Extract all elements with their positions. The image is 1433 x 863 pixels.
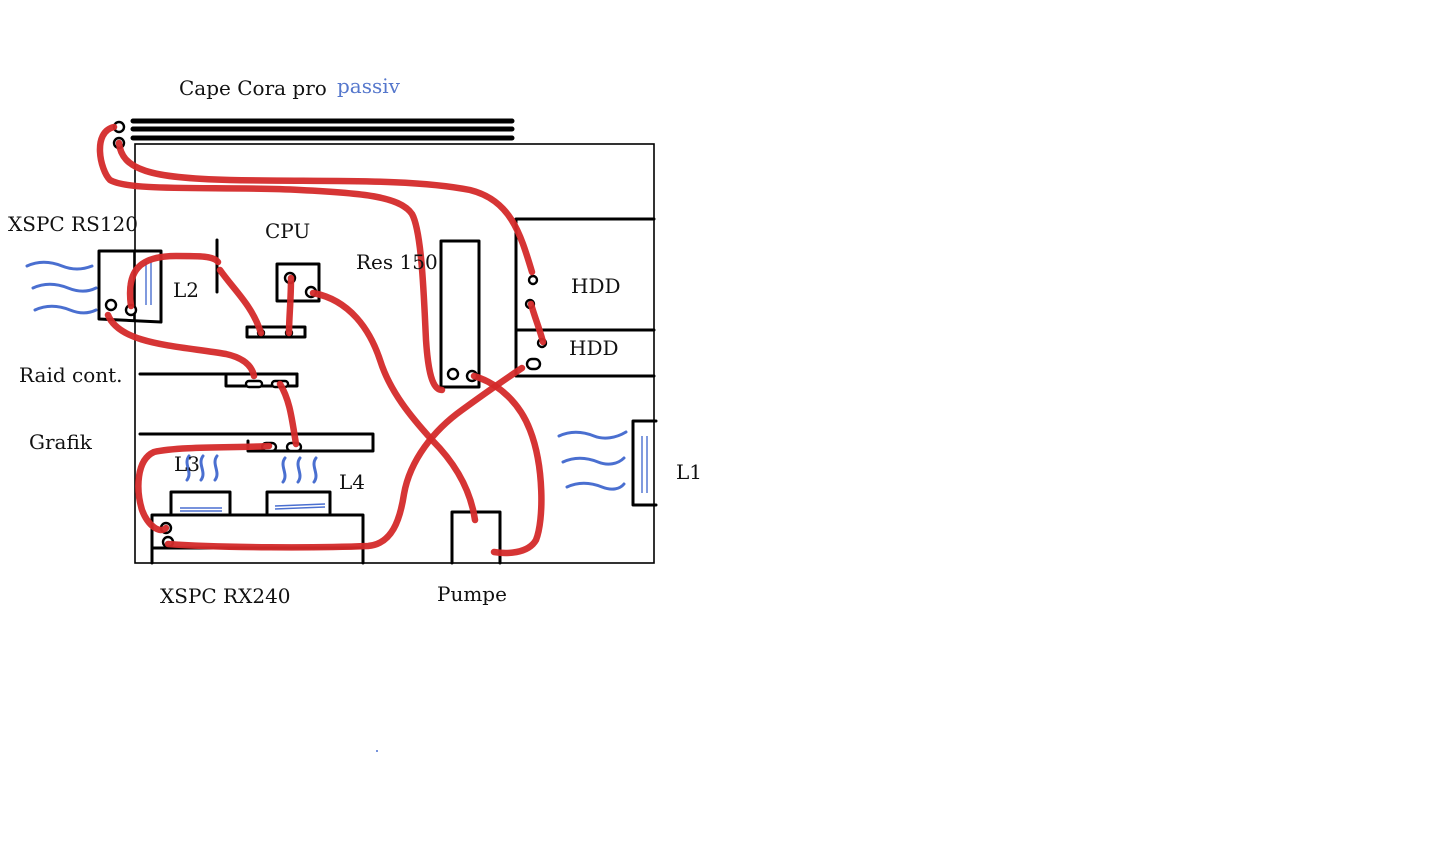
label-l4: L4 bbox=[339, 470, 365, 494]
label-pumpe: Pumpe bbox=[437, 582, 507, 606]
label-l3: L3 bbox=[174, 452, 200, 476]
label-l1: L1 bbox=[676, 460, 702, 484]
label-hdd-2: HDD bbox=[569, 336, 619, 360]
airflow-waves bbox=[25, 260, 628, 491]
rx240-radiator bbox=[150, 513, 365, 565]
coolant-tubes bbox=[96, 123, 547, 557]
rs120-radiator bbox=[97, 249, 163, 324]
label-hdd-1: HDD bbox=[571, 274, 621, 298]
label-passiv: passiv bbox=[337, 74, 401, 98]
label-grafik: Grafik bbox=[29, 430, 93, 454]
label-cpu: CPU bbox=[265, 219, 310, 243]
label-rs120: XSPC RS120 bbox=[8, 212, 138, 236]
label-l2: L2 bbox=[173, 278, 199, 302]
raid-controller-slot bbox=[138, 372, 299, 389]
reservoir-res150 bbox=[439, 239, 481, 389]
case-outline bbox=[134, 143, 655, 564]
cape-cora-radiator bbox=[112, 118, 515, 150]
l1-fan bbox=[631, 419, 658, 507]
label-res150: Res 150 bbox=[356, 250, 438, 274]
stray-dot bbox=[376, 750, 378, 752]
label-raid: Raid cont. bbox=[19, 363, 123, 387]
bottom-fans bbox=[169, 490, 332, 515]
label-cape-cora: Cape Cora pro bbox=[179, 76, 327, 100]
label-rx240: XSPC RX240 bbox=[160, 584, 291, 608]
